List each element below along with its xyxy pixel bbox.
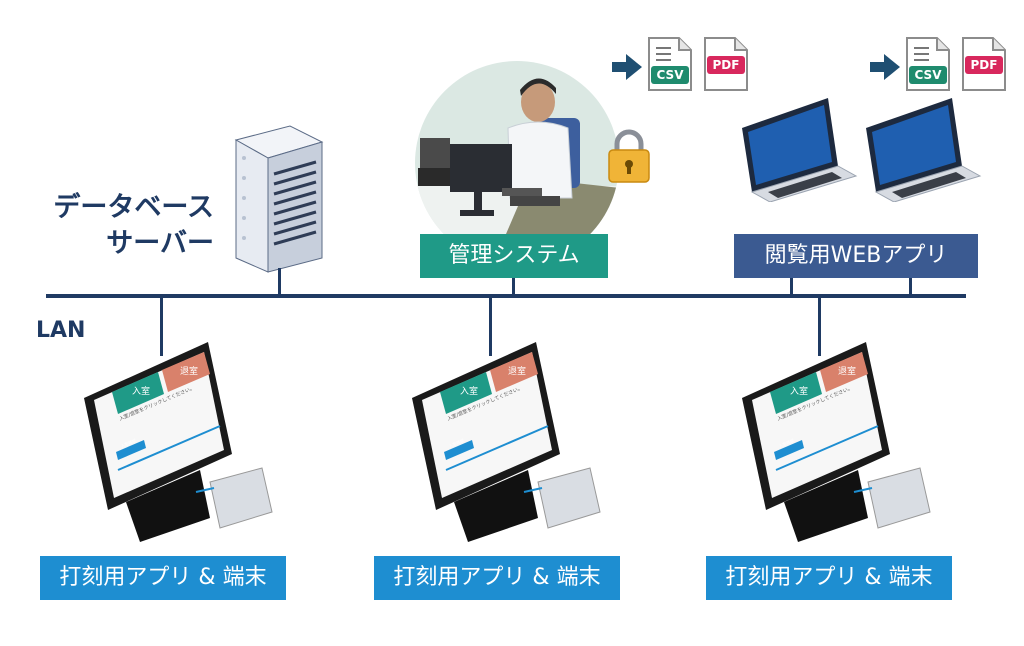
terminal-device: 入室 退室 入室/退室をクリックしてください。 入室確認 [408, 342, 628, 542]
btn-out: 退室 [508, 367, 527, 377]
btn-out: 退室 [838, 367, 857, 377]
mgmt-connector-line [512, 276, 515, 296]
lock-icon [608, 129, 650, 183]
server-connector-line [278, 268, 281, 296]
pdf-badge-text: PDF [970, 58, 998, 72]
terminal-label: 打刻用アプリ & 端末 [374, 556, 620, 600]
terminal-device: 入室 退室 入室/退室をクリックしてください。 入室確認 [80, 342, 300, 542]
pdf-file-icon: PDF [703, 36, 749, 92]
btn-out: 退室 [180, 367, 199, 377]
terminal-label: 打刻用アプリ & 端末 [40, 556, 286, 600]
pdf-badge-text: PDF [712, 58, 740, 72]
laptop1-connector-line [790, 276, 793, 296]
db-server-title-line1: データベース [53, 192, 214, 223]
terminal1-connector-line [160, 296, 163, 356]
csv-badge-text: CSV [656, 68, 684, 82]
mgmt-system-label: 管理システム [420, 234, 608, 278]
export-arrow-icon [870, 54, 900, 80]
db-server-title-line2: サーバー [106, 228, 214, 259]
pdf-file-icon: PDF [961, 36, 1007, 92]
web-app-label: 閲覧用WEBアプリ [734, 234, 978, 278]
btn-in: 入室 [132, 387, 151, 397]
server-rack-icon [234, 125, 324, 273]
export-arrow-icon [612, 54, 642, 80]
lan-backbone-line [46, 294, 966, 298]
btn-in: 入室 [790, 387, 809, 397]
laptop-icon [742, 98, 858, 202]
csv-badge-text: CSV [914, 68, 942, 82]
laptop2-connector-line [909, 276, 912, 296]
terminal-device: 入室 退室 入室/退室をクリックしてください。 入室確認 [738, 342, 958, 542]
terminal2-connector-line [489, 296, 492, 356]
btn-in: 入室 [460, 387, 479, 397]
csv-file-icon: CSV [905, 36, 951, 92]
db-server-title: データベース サーバー [20, 190, 214, 262]
terminal-label: 打刻用アプリ & 端末 [706, 556, 952, 600]
lan-label: LAN [36, 318, 86, 343]
laptop-icon [866, 98, 982, 202]
terminal3-connector-line [818, 296, 821, 356]
csv-file-icon: CSV [647, 36, 693, 92]
admin-illustration [415, 61, 619, 248]
